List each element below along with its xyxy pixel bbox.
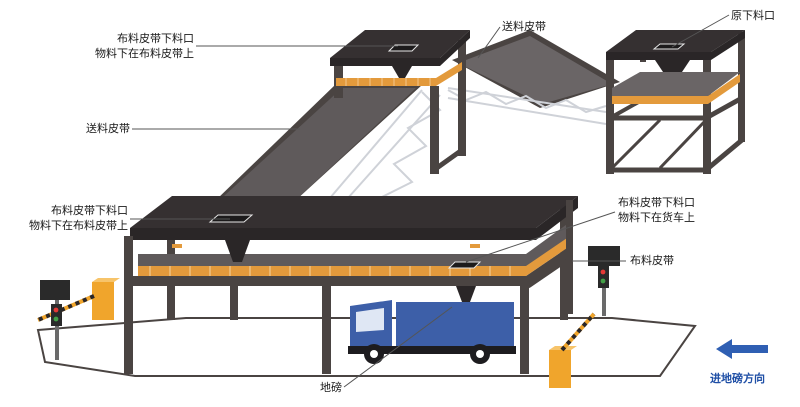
label-mid-right-outlet-line2: 物料下在货车上 [618, 211, 695, 224]
callout-lines [130, 14, 730, 388]
label-top-left-outlet: 布料皮带下料口 物料下在布料皮带上 [52, 31, 194, 61]
label-mid-left-outlet-line2: 物料下在布料皮带上 [29, 219, 128, 232]
top-feed-conveyor [447, 30, 620, 125]
left-feed-conveyor [216, 85, 442, 200]
direction-arrow-icon [716, 339, 768, 359]
label-top-left-outlet-line2: 物料下在布料皮带上 [95, 47, 194, 60]
top-left-tower [330, 30, 470, 174]
main-structure [124, 196, 578, 374]
truck [348, 300, 516, 364]
label-mid-right-outlet-line1: 布料皮带下料口 [618, 196, 695, 209]
label-top-conveyor: 送料皮带 [502, 20, 546, 33]
label-direction: 进地磅方向 [710, 372, 765, 385]
left-gate [37, 278, 120, 360]
top-right-tower [606, 30, 745, 174]
label-mid-left-outlet: 布料皮带下料口 物料下在布料皮带上 [2, 203, 128, 233]
label-weighbridge: 地磅 [320, 381, 342, 394]
label-left-conveyor: 送料皮带 [86, 122, 130, 135]
label-raw-outlet: 原下料口 [731, 9, 775, 22]
label-distribution-belt: 布料皮带 [630, 254, 674, 267]
label-mid-left-outlet-line1: 布料皮带下料口 [51, 204, 128, 217]
label-mid-right-outlet: 布料皮带下料口 物料下在货车上 [618, 195, 695, 225]
label-top-left-outlet-line1: 布料皮带下料口 [117, 32, 194, 45]
